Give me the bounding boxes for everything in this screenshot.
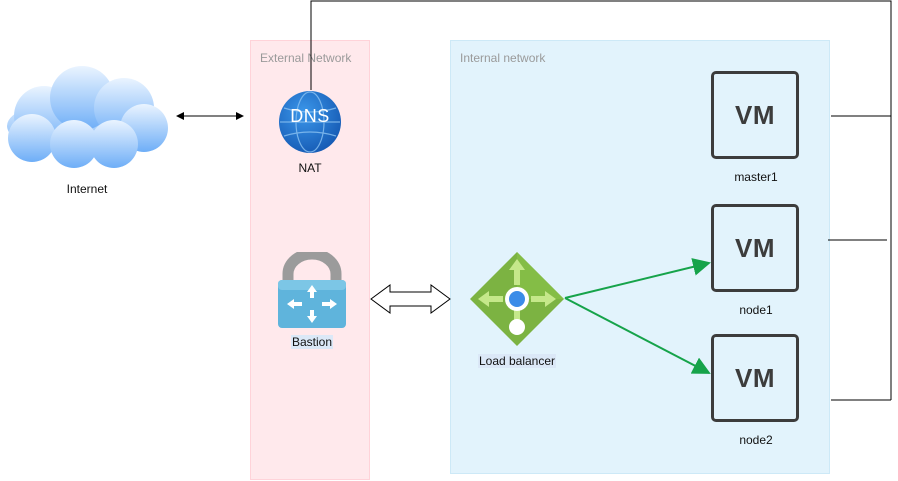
nat-bus-connector [310,0,892,400]
bastion-label-text: Bastion [290,335,334,349]
bastion-label: Bastion [272,335,352,349]
node2-vm: VM [711,334,799,422]
internal-network-title: Internal network [460,51,546,65]
nat-label: NAT [298,161,322,175]
lock-router-icon [278,252,346,328]
lb-node2-arrow [564,297,711,374]
load-balancer-label: Load balancer [462,354,572,368]
node1-vm-icon-text: VM [735,232,775,263]
master1-label: master1 [734,170,778,184]
internet-label: Internet [66,182,108,196]
load-balancer-label-text: Load balancer [477,354,557,368]
cloud-icon [7,66,168,168]
node1-vm: VM [711,204,799,292]
dns-globe-icon [279,91,341,153]
node2-label: node2 [739,433,773,447]
node2-vm-icon-text: VM [735,362,775,393]
master1-vm: VM [711,71,799,159]
external-network-title: External Network [260,51,352,65]
bastion-lb-double-arrow [370,284,451,314]
node1-label: node1 [739,303,773,317]
lb-node1-arrow [564,258,711,299]
dns-icon-text: DNS [290,106,330,126]
master1-vm-icon-text: VM [735,99,775,130]
load-balancer-icon [470,252,564,346]
